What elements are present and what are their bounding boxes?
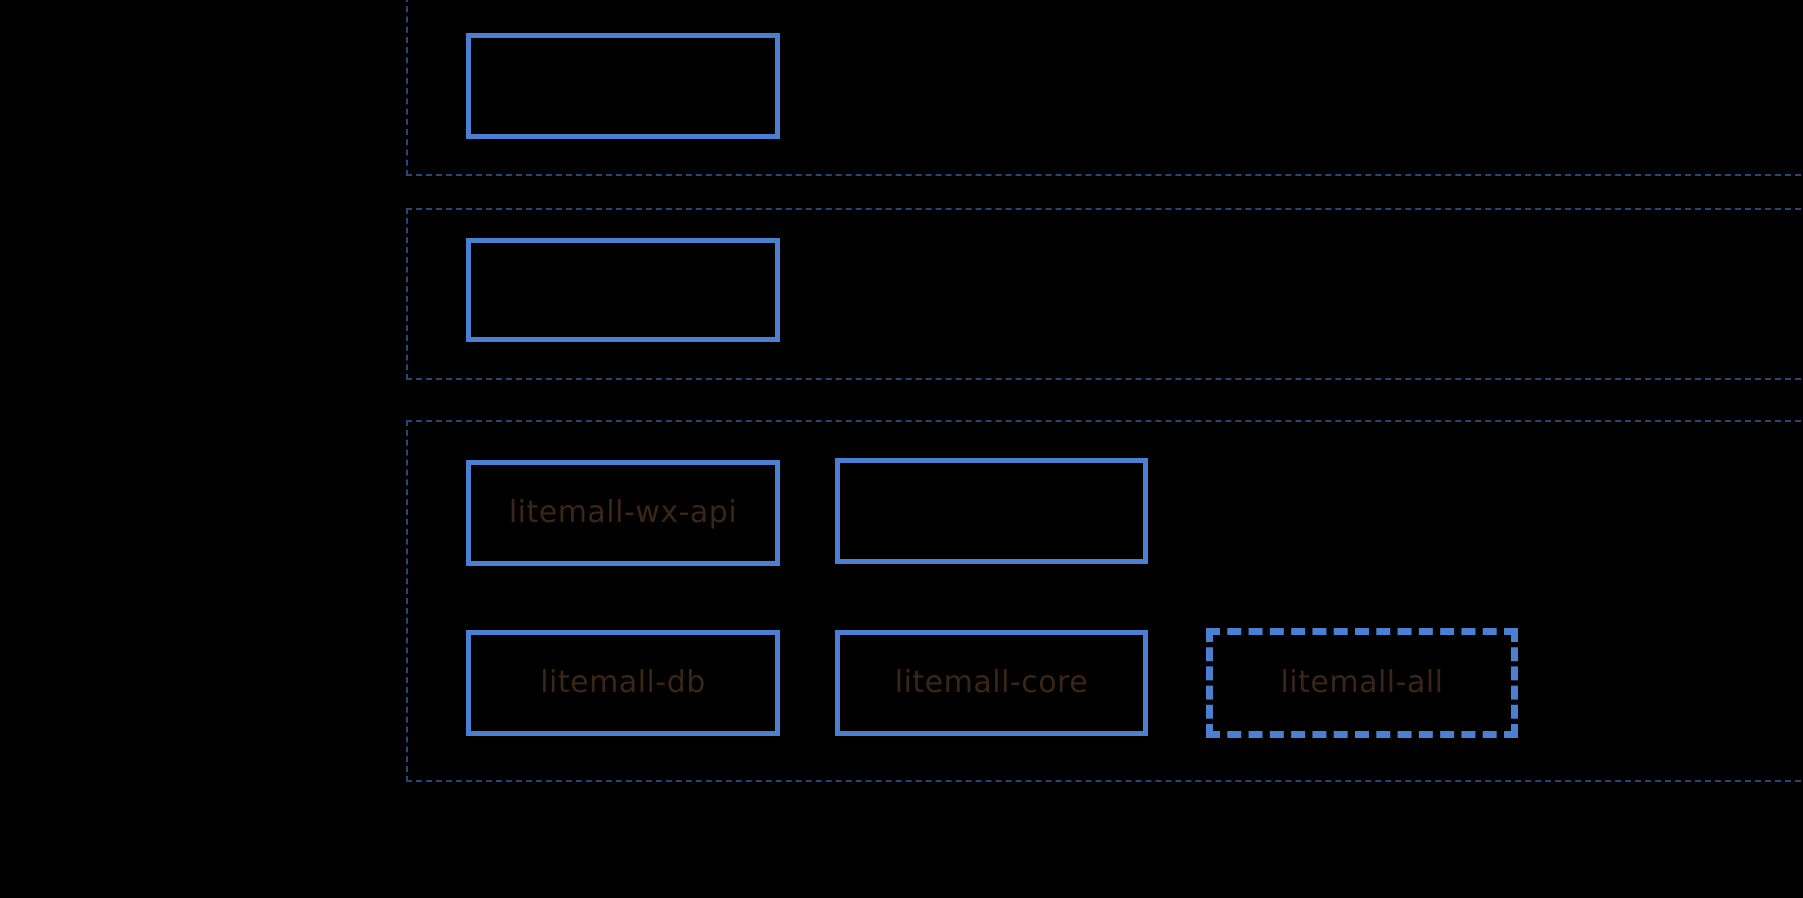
module-top-1[interactable]	[466, 33, 780, 139]
module-middle-1[interactable]	[466, 238, 780, 342]
module-litemall-core[interactable]: litemall-core	[835, 630, 1148, 736]
module-litemall-all-label: litemall-all	[1280, 665, 1444, 700]
module-group-bottom	[406, 420, 1803, 782]
module-litemall-core-label: litemall-core	[894, 665, 1089, 700]
module-litemall-db-label: litemall-db	[540, 665, 706, 700]
module-group-top	[406, 0, 1803, 176]
module-litemall-wx-api[interactable]: litemall-wx-api	[466, 460, 780, 566]
module-litemall-db[interactable]: litemall-db	[466, 630, 780, 736]
module-bottom-row1-2[interactable]	[835, 458, 1148, 564]
module-litemall-wx-api-label: litemall-wx-api	[508, 495, 738, 530]
module-group-middle	[406, 208, 1803, 380]
module-litemall-all[interactable]: litemall-all	[1206, 628, 1518, 738]
